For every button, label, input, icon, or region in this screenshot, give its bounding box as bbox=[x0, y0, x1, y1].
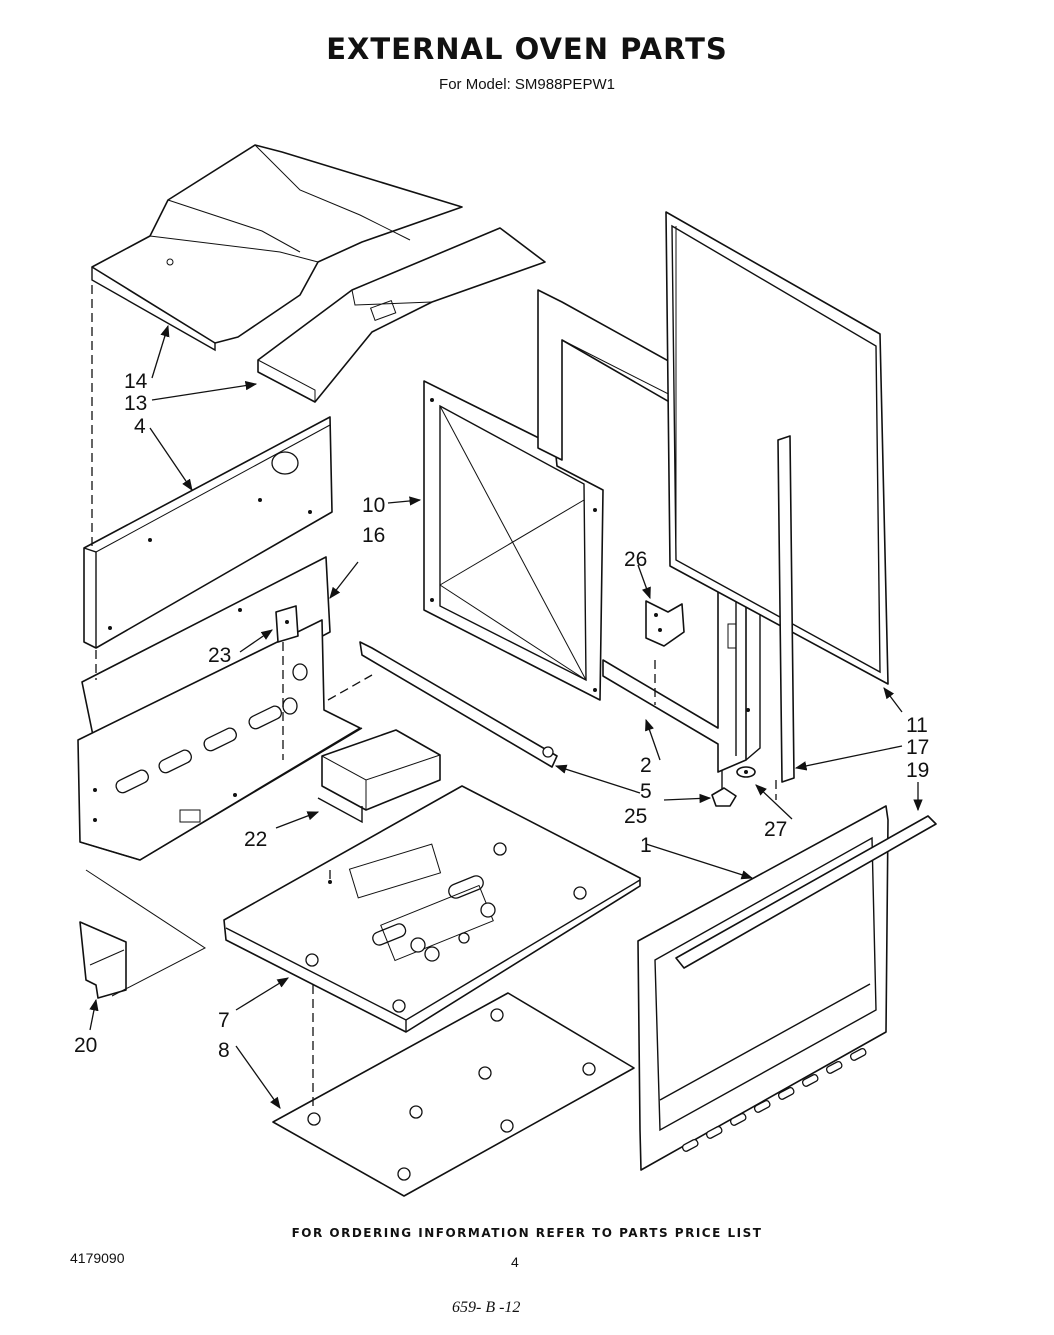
part-22-box-cover bbox=[317, 729, 441, 824]
callout-1: 1 bbox=[640, 834, 652, 857]
ordering-note: FOR ORDERING INFORMATION REFER TO PARTS … bbox=[291, 1226, 763, 1240]
callout-10: 10 bbox=[362, 494, 385, 517]
callout-7: 7 bbox=[218, 1009, 230, 1032]
part-19-door-trim bbox=[675, 815, 937, 969]
part-11-side-panel bbox=[665, 211, 889, 685]
page-number: 4 bbox=[511, 1254, 519, 1270]
alignment-lines bbox=[91, 285, 777, 800]
callout-23: 23 bbox=[208, 644, 231, 667]
callout-27: 27 bbox=[764, 818, 787, 841]
callout-22: 22 bbox=[244, 828, 267, 851]
handwritten-note: 659- B -12 bbox=[452, 1299, 521, 1316]
part-16-rear-assembly bbox=[77, 556, 373, 861]
part-27-washer bbox=[736, 766, 756, 778]
part-17-strip bbox=[777, 435, 795, 783]
callout-13: 13 bbox=[124, 392, 147, 415]
callout-8: 8 bbox=[218, 1039, 230, 1062]
callout-5: 5 bbox=[640, 780, 652, 803]
part-5-rail bbox=[359, 641, 558, 768]
part-4-rear-panel bbox=[83, 416, 333, 649]
part-26-bracket bbox=[645, 600, 685, 647]
callout-25: 25 bbox=[624, 805, 647, 828]
part-13-top-rail bbox=[257, 227, 546, 403]
callout-2: 2 bbox=[640, 754, 652, 777]
part-14-top-panel bbox=[91, 144, 463, 352]
document-number: 4179090 bbox=[70, 1250, 125, 1266]
part-20-bracket bbox=[79, 869, 206, 999]
callout-labels: 14 13 4 10 16 23 26 2 5 25 27 1 11 17 19… bbox=[74, 370, 929, 1062]
callout-19: 19 bbox=[906, 759, 929, 782]
callout-16: 16 bbox=[362, 524, 385, 547]
model-subtitle: For Model: SM988PEPW1 bbox=[439, 76, 615, 93]
part-10-liner-frame bbox=[423, 380, 604, 701]
callout-11: 11 bbox=[906, 714, 928, 737]
part-1-outer-door bbox=[637, 805, 889, 1171]
part-7-bottom-tray bbox=[223, 785, 641, 1033]
callout-26: 26 bbox=[624, 548, 647, 571]
callout-4: 4 bbox=[134, 415, 146, 438]
callout-20: 20 bbox=[74, 1034, 97, 1057]
page-title: EXTERNAL OVEN PARTS bbox=[326, 32, 728, 66]
callout-17: 17 bbox=[906, 736, 929, 759]
callout-leaders bbox=[89, 324, 923, 1109]
part-23-bracket bbox=[275, 605, 299, 760]
part-25-hinge-pin bbox=[711, 770, 737, 807]
part-8-bottom-plate bbox=[272, 985, 635, 1197]
callout-14: 14 bbox=[124, 370, 148, 393]
